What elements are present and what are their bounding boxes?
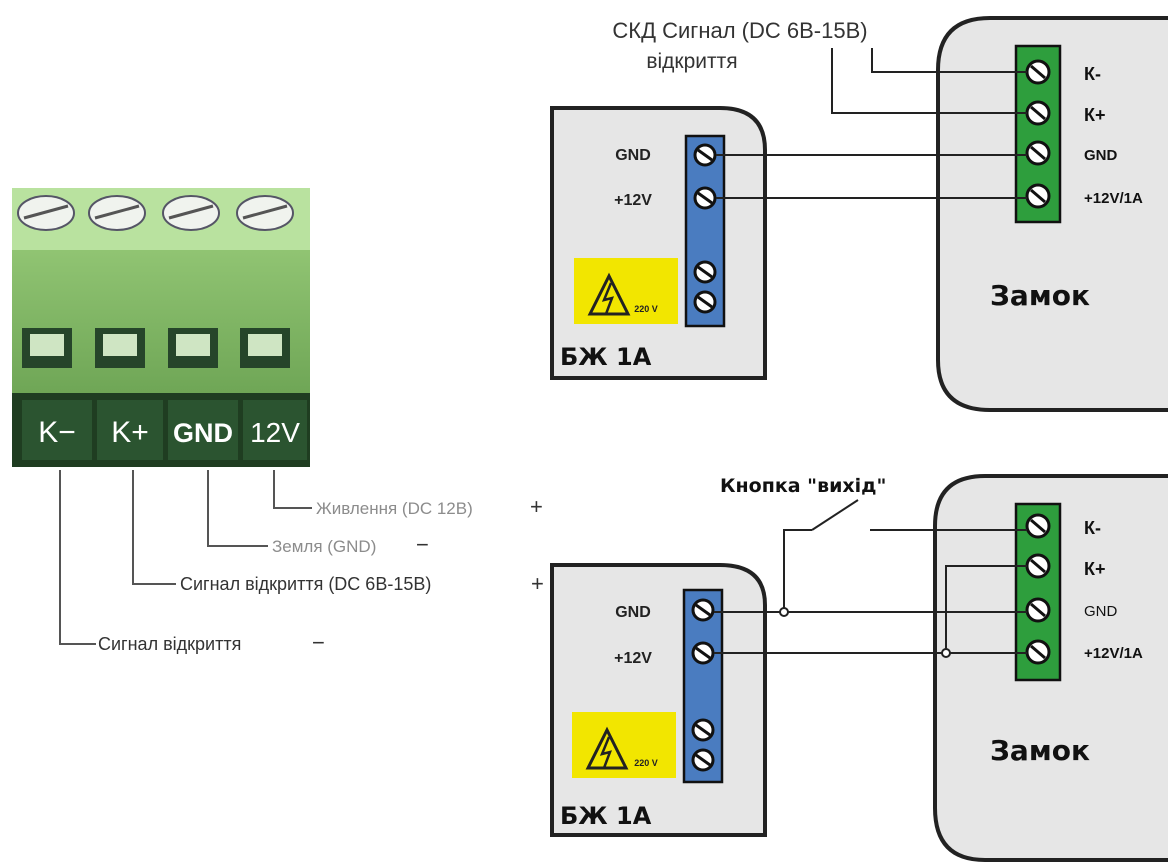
screw-icon bbox=[691, 718, 715, 742]
wire-slot-inner bbox=[248, 334, 282, 356]
acs-signal-label-2: відкриття bbox=[646, 50, 737, 73]
screw-icon bbox=[691, 598, 715, 622]
voltage-label: 220 V bbox=[634, 304, 658, 314]
psu-name: БЖ 1А bbox=[560, 802, 652, 830]
screw-icon bbox=[1025, 183, 1051, 209]
acs-signal-label: СКД Сигнал (DC 6В-15В) bbox=[612, 18, 867, 43]
lock-power-label: +12V/1A bbox=[1084, 645, 1143, 662]
screw-icon bbox=[1025, 597, 1051, 623]
legend-leaders bbox=[59, 470, 312, 645]
screw-icon bbox=[1025, 100, 1051, 126]
pin-label-k-minus: K− bbox=[38, 416, 76, 449]
lock-k-minus-label: К- bbox=[1084, 64, 1101, 84]
top-wires bbox=[716, 48, 1027, 199]
pin-label-k-plus: K+ bbox=[111, 416, 149, 449]
psu-box bbox=[550, 106, 767, 380]
lock-name: Замок bbox=[990, 734, 1090, 767]
screw-icon bbox=[693, 186, 717, 210]
lock-k-plus-label: К+ bbox=[1084, 105, 1106, 125]
high-voltage-icon bbox=[585, 726, 629, 770]
psu-12v-label: +12V bbox=[614, 192, 652, 209]
pin-cell bbox=[97, 400, 163, 460]
legend-signal-minus-sign: − bbox=[312, 630, 325, 655]
lock-gnd-label: GND bbox=[1084, 147, 1118, 164]
legend-power-sign: + bbox=[530, 494, 543, 519]
pin-cell bbox=[243, 400, 307, 460]
high-voltage-icon bbox=[587, 272, 631, 316]
bottom-diagram: Кнопка "вихід" GND +12V 220 V БЖ 1А К- К… bbox=[550, 474, 1168, 862]
lock-k-minus-label: К- bbox=[1084, 518, 1101, 538]
pin-cell bbox=[168, 400, 238, 460]
exit-button-label: Кнопка "вихід" bbox=[720, 475, 886, 497]
lock-power-label: +12V/1A bbox=[1084, 190, 1143, 207]
screw-icon bbox=[691, 748, 715, 772]
screw-icon bbox=[17, 195, 75, 231]
terminal-block: K− K+ GND 12V bbox=[12, 188, 310, 467]
legend-signal-plus: Сигнал відкриття (DC 6В-15В) bbox=[180, 574, 431, 594]
psu-12v-label: +12V bbox=[614, 650, 652, 667]
legend-power: Живлення (DC 12В) bbox=[316, 499, 473, 518]
screw-icon bbox=[1025, 59, 1051, 85]
junction-dot bbox=[941, 648, 951, 658]
psu-box bbox=[550, 563, 767, 837]
legend-signal-minus: Сигнал відкриття bbox=[98, 634, 241, 654]
psu-gnd-label: GND bbox=[615, 147, 651, 164]
lock-k-plus-label: К+ bbox=[1084, 559, 1106, 579]
top-diagram: СКД Сигнал (DC 6В-15В) відкриття GND +12… bbox=[550, 16, 1168, 412]
legend-signal-plus-sign: + bbox=[531, 571, 544, 596]
screw-icon bbox=[1025, 553, 1051, 579]
legend-ground: Земля (GND) bbox=[272, 537, 376, 556]
legend-ground-sign: − bbox=[416, 532, 429, 557]
screw-icon bbox=[691, 641, 715, 665]
pin-cell bbox=[22, 400, 92, 460]
screw-icon bbox=[693, 143, 717, 167]
screw-icon bbox=[1025, 639, 1051, 665]
psu-name: БЖ 1А bbox=[560, 343, 652, 371]
pin-label-gnd: GND bbox=[173, 418, 233, 448]
bottom-wires bbox=[714, 565, 1027, 654]
lock-gnd-label: GND bbox=[1084, 603, 1118, 620]
lock-name: Замок bbox=[990, 279, 1090, 312]
screw-icon bbox=[693, 290, 717, 314]
wire-slot-inner bbox=[30, 334, 64, 356]
screw-icon bbox=[162, 195, 220, 231]
exit-button-switch bbox=[783, 499, 1027, 612]
psu-gnd-label: GND bbox=[615, 604, 651, 621]
wire-slot-inner bbox=[103, 334, 137, 356]
wire-slot-inner bbox=[176, 334, 210, 356]
junction-dot bbox=[779, 607, 789, 617]
screw-icon bbox=[1025, 140, 1051, 166]
voltage-label: 220 V bbox=[634, 758, 658, 768]
pin-label-12v: 12V bbox=[250, 417, 300, 448]
screw-icon bbox=[693, 260, 717, 284]
screw-icon bbox=[236, 195, 294, 231]
screw-icon bbox=[1025, 513, 1051, 539]
screw-icon bbox=[88, 195, 146, 231]
